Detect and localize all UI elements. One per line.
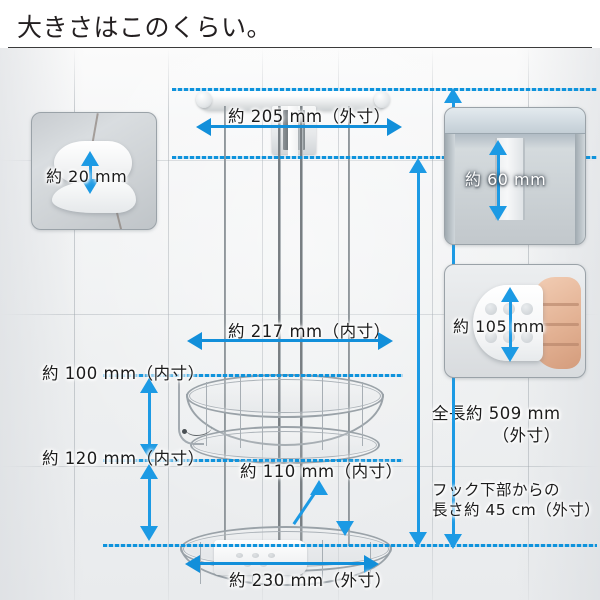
support-rod: [224, 106, 226, 546]
arrow-right-bottom-width: [364, 555, 379, 573]
inset-measure-line-rail-depth: [497, 148, 500, 210]
upper-basket-bottom-rim: [190, 426, 380, 464]
basket-wire: [206, 382, 207, 446]
inset-arrow-up-plate-size: [501, 287, 519, 302]
inset-hook-gap: 約 20 mm: [31, 112, 157, 230]
inset-measure-line-hook-gap: [89, 159, 92, 183]
arrow-left-upper-basket-width: [187, 332, 202, 350]
inset-label-rail-depth: 約 60 mm: [465, 170, 547, 189]
soap-dish-hole: [268, 553, 275, 558]
side-hook-wire: [186, 420, 212, 436]
arrow-down-total-length: [409, 532, 427, 547]
measure-line-bottom-width: [200, 562, 364, 565]
arrow-up-total-length: [409, 158, 427, 173]
arrow-down-upper-height: [140, 444, 158, 459]
inset-finger-line: [533, 303, 579, 306]
arrow-up-upper-height: [140, 378, 158, 393]
wall-bracket-white-strip: [288, 106, 298, 156]
measure-label-lower-height: 約 120 mm（内寸）: [42, 449, 205, 468]
inset-label-hook-gap: 約 20 mm: [46, 167, 128, 186]
inset-arrow-up-rail-depth: [489, 140, 507, 155]
measure-label-hook-length: フック下部からの 長さ約 45 cm（外寸）: [432, 480, 600, 521]
total-length-line2: （外寸）: [492, 425, 561, 445]
inset-rail-top-edge: [445, 108, 585, 134]
inset-arrow-down-rail-depth: [489, 206, 507, 221]
inset-plate-hole: [521, 303, 533, 315]
measure-label-total-length: 全長約 509 mm （外寸）: [432, 403, 561, 447]
inset-plate-size: 約 105 mm: [444, 264, 586, 378]
hook-length-line2: 長さ約 45 cm（外寸）: [432, 501, 600, 520]
soap-dish-hole: [252, 553, 259, 558]
inset-plate-hole: [485, 331, 497, 343]
inset-plate-hole: [521, 331, 533, 343]
inset-rail-side-right: [575, 134, 585, 244]
ref-line-upper-basket-top: [103, 374, 403, 377]
arrow-up-middle-basket: [310, 480, 328, 495]
inset-plate-hole: [485, 303, 497, 315]
lower-basket-body: [180, 546, 392, 594]
arrow-down-lower-height: [140, 526, 158, 541]
measure-line-top-width: [211, 125, 387, 128]
inset-rail-depth: 約 60 mm: [444, 107, 586, 245]
arrow-right-upper-basket-width: [378, 332, 393, 350]
arrow-up-lower-height: [140, 464, 158, 479]
ref-line-hook-top: [172, 88, 597, 91]
arrow-down-hook-length: [444, 534, 462, 549]
page-title: 大きさはこのくらい。: [17, 13, 273, 42]
inset-rail-side-left: [445, 134, 455, 244]
soap-dish-hole: [236, 553, 243, 558]
ref-line-product-bottom: [103, 544, 597, 547]
inset-finger-line: [533, 343, 579, 346]
basket-wire: [262, 378, 263, 450]
basket-wire: [362, 382, 363, 446]
inset-label-plate-size: 約 105 mm: [453, 317, 545, 336]
support-rod: [348, 106, 350, 546]
measure-line-upper-basket-width: [202, 339, 378, 342]
inset-arrow-up-hook-gap: [81, 151, 99, 166]
arrow-left-top-width: [196, 118, 211, 136]
total-length-line1: 全長約 509 mm: [432, 404, 561, 423]
hanging-bar: [199, 88, 386, 110]
arrow-down-middle-basket: [336, 521, 354, 536]
side-hook-tip: [182, 429, 187, 434]
inset-finger-line: [533, 323, 579, 326]
arrow-right-top-width: [387, 118, 402, 136]
measure-label-upper-basket-width: 約 217 mm（内寸）: [228, 322, 391, 341]
title-divider: [8, 47, 592, 48]
measure-label-bottom-width: 約 230 mm（外寸）: [229, 571, 392, 590]
hanging-bar-knob-right: [374, 91, 390, 108]
hook-length-line1: フック下部からの: [432, 481, 561, 499]
ref-line-bar-bottom: [172, 156, 597, 159]
shower-caddy-product: [0, 48, 600, 600]
measure-label-top-width: 約 205 mm（外寸）: [228, 107, 391, 126]
ref-line-upper-basket-bottom: [103, 459, 403, 462]
side-hook: [178, 381, 204, 445]
measure-line-total-length: [417, 168, 420, 536]
inset-measure-line-plate-size: [509, 295, 512, 351]
measure-label-middle-basket-width: 約 110 mm（内寸）: [240, 462, 403, 481]
basket-rim-inner: [193, 431, 377, 459]
measure-line-upper-height: [148, 386, 151, 448]
product-photo: 約 205 mm（外寸） 約 217 mm（内寸） 約 110 mm（内寸） 約…: [0, 48, 600, 600]
title-bar: 大きさはこのくらい。: [0, 0, 600, 48]
arrow-up-hook-length: [444, 88, 462, 103]
inset-arrow-down-hook-gap: [81, 179, 99, 194]
hanging-bar-knob-left: [196, 91, 212, 108]
basket-wire: [240, 378, 241, 448]
measure-label-upper-height: 約 100 mm（内寸）: [42, 364, 205, 383]
arrow-left-bottom-width: [185, 555, 200, 573]
measure-line-lower-height: [148, 472, 151, 530]
inset-arrow-down-plate-size: [501, 347, 519, 362]
basket-wire: [322, 378, 323, 450]
